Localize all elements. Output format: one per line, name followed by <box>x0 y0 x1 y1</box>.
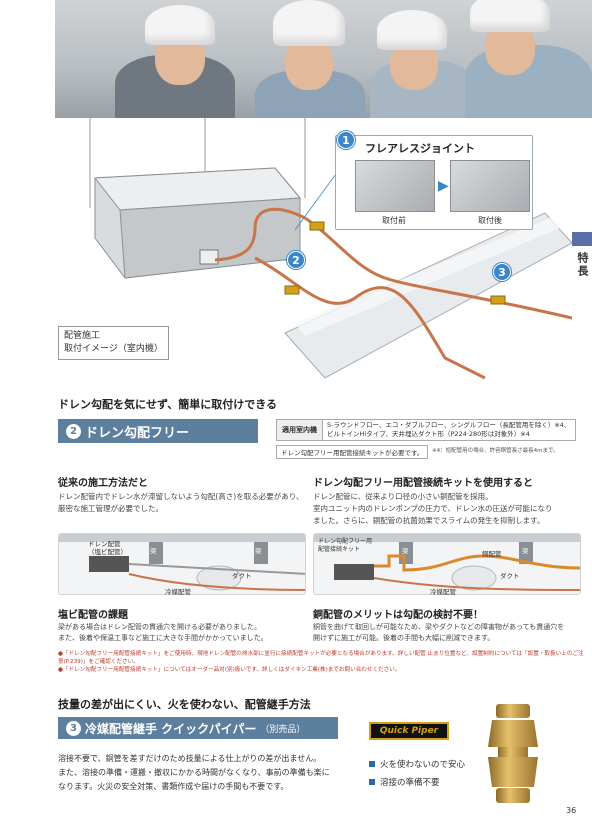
kit-body-line3: ました。さらに、銅配管の抗菌効果でスライムの発生を抑制します。 <box>313 516 545 525</box>
conventional-diagram <box>58 533 306 595</box>
duct-label-left: ダクト <box>232 572 252 580</box>
bullet-square-icon <box>369 779 375 785</box>
quickpiper-fitting-image <box>488 704 538 803</box>
section3-body-line1: 溶接不要で、銅管を差すだけのため技量による仕上がりの差が出ません。 <box>58 754 322 763</box>
kit-method-body: ドレン配管に、従来より口径の小さい銅配管を採用。 室内ユニット内のドレンポンプの… <box>313 491 588 527</box>
beam-label-left-1: 梁 <box>150 547 157 555</box>
section3-body-line3: なります。火災の安全対策、書類作成や届けの手間も不要です。 <box>58 782 289 791</box>
beam-label-left-2: 梁 <box>255 547 262 555</box>
applicable-units-line2: ビルトインHiタイプ、天井埋込ダクト形（P224·280形は対象外）※4 <box>327 430 530 438</box>
kit-label: ドレン勾配フリー用 配管接続キット <box>318 538 372 554</box>
beam-label-right-1: 梁 <box>402 547 409 555</box>
helmet-icon <box>377 10 447 50</box>
kit-required-note: ドレン勾配フリー用配管接続キットが必要です。 <box>276 445 429 459</box>
copper-merit-head: 銅配管のメリットは勾配の検討不要！ <box>313 610 483 621</box>
pvc-issue-head: 塩ビ配管の課題 <box>58 610 128 621</box>
side-tab-marker <box>572 232 592 246</box>
person-face <box>285 38 333 90</box>
callout-number-3: 3 <box>493 263 511 281</box>
callout-number-1: 1 <box>337 131 355 149</box>
footnote-4: ※4：短配管用の場合、許容銅管長さ最長4mまで。 <box>432 448 559 454</box>
pvc-issue-line2: また、後着や保温工事など施工に大きな手間がかかっていました。 <box>58 634 268 642</box>
installation-illustration <box>89 118 572 380</box>
pvc-issue-line1: 梁がある場合はドレン配管の貫通穴を開ける必要がありました。 <box>58 623 261 631</box>
helmet-icon <box>273 0 345 46</box>
kit-label-line2: 配管接続キット <box>318 546 361 553</box>
quickpiper-logo: Quick Piper <box>369 722 449 740</box>
after-install-image <box>450 160 530 212</box>
section2-notes: ●「ドレン勾配フリー用配管接続キット」をご使用時、現地ドレン配管の排水部に並行に… <box>58 650 588 674</box>
section3-body-line2: また、溶接の準備・運搬・撤収にかかる時間がなくなり、事前の準備も楽に <box>58 768 330 777</box>
copper-merit-line1: 銅管を曲げて取回しが可能なため、梁やダクトなどの障害物があっても貫通穴を <box>313 623 565 631</box>
kit-body-line2: 室内ユニット内のドレンポンプの圧力で、ドレン水の圧送が可能になり <box>313 504 553 513</box>
kit-label-line1: ドレン勾配フリー用 <box>318 538 373 545</box>
section3-title-suffix: （別売品） <box>260 724 306 735</box>
helmet-icon <box>145 5 215 45</box>
arrow-right-icon: ▶ <box>438 178 449 194</box>
image-caption-box: 配管施工 取付イメージ（室内機） <box>58 326 169 360</box>
feature-bullet-1-text: 火を使わないので安心 <box>380 760 466 770</box>
after-label: 取付後 <box>478 216 502 225</box>
bullet-square-icon <box>369 761 375 767</box>
applicable-units-value: S-ラウンドフロー、エコ・ダブルフロー、シングルフロー（長配管用を除く）※4、 … <box>327 421 570 439</box>
image-caption-line1: 配管施工 <box>64 331 101 341</box>
copper-merit-line2: 開けずに施工が可能。後着の手間も大幅に削減できます。 <box>313 634 495 642</box>
header-photo <box>55 0 592 118</box>
section2-headline: ドレン勾配を気にせず、簡単に取付けできる <box>58 398 278 411</box>
kit-body-line1: ドレン配管に、従来より口径の小さい銅配管を採用。 <box>313 492 493 501</box>
section2-number: 2 <box>66 423 81 439</box>
beam-label-right-2: 梁 <box>522 547 529 555</box>
pvc-issue-body: 梁がある場合はドレン配管の貫通穴を開ける必要がありました。 また、後着や保温工事… <box>58 622 308 644</box>
conventional-method-body: ドレン配管内でドレン水が滞留しないよう勾配(高さ)を取る必要があり、 厳密な施工… <box>58 491 308 515</box>
conventional-body-line1: ドレン配管内でドレン水が滞留しないよう勾配(高さ)を取る必要があり、 <box>58 492 304 501</box>
applicable-units-box: 適用室内機 S-ラウンドフロー、エコ・ダブルフロー、シングルフロー（長配管用を除… <box>276 419 576 441</box>
refrig-label-left: 冷媒配管 <box>165 588 191 596</box>
section3-headline: 技量の差が出にくい、火を使わない、配管継手方法 <box>58 698 311 711</box>
conventional-body-line2: 厳密な施工管理が必要でした。 <box>58 504 163 513</box>
helmet-icon <box>470 0 550 32</box>
before-install-image <box>355 160 435 212</box>
callout-number-2: 2 <box>287 251 305 269</box>
applicable-units-line1: S-ラウンドフロー、エコ・ダブルフロー、シングルフロー（長配管用を除く）※4、 <box>327 421 571 429</box>
kit-diagram <box>313 533 581 595</box>
side-tab-label: 特長 <box>576 252 589 278</box>
copper-merit-body: 銅管を曲げて取回しが可能なため、梁やダクトなどの障害物があっても貫通穴を 開けず… <box>313 622 588 644</box>
section3-number: 3 <box>66 720 81 736</box>
feature-bullet-1: 火を使わないので安心 <box>369 758 465 770</box>
feature-bullet-2-text: 溶接の準備不要 <box>380 778 440 788</box>
applicable-units-key: 適用室内機 <box>277 420 323 440</box>
copper-label-right: 銅配管 <box>482 550 502 558</box>
kit-method-head: ドレン勾配フリー用配管接続キットを使用すると <box>313 478 533 489</box>
feature-bullet-2: 溶接の準備不要 <box>369 776 440 788</box>
note-2: ●「ドレン勾配フリー用配管接続キット」についてはオーダー品対(別)扱いです。詳し… <box>58 667 401 673</box>
pvc-drain-label-line2: （塩ビ配管） <box>88 548 127 556</box>
section2-title-bar: 2 ドレン勾配フリー <box>58 419 258 443</box>
image-caption-line2: 取付イメージ（室内機） <box>64 344 163 354</box>
section2-title: ドレン勾配フリー <box>85 425 190 441</box>
before-label: 取付前 <box>382 216 406 225</box>
conventional-method-head: 従来の施工方法だと <box>58 478 148 489</box>
callout-title: フレアレスジョイント <box>365 142 475 155</box>
refrig-label-right: 冷媒配管 <box>430 588 456 596</box>
duct-label-right: ダクト <box>500 572 520 580</box>
section3-title: 冷媒配管継手 クイックパイパー <box>85 721 257 736</box>
note-1: ●「ドレン勾配フリー用配管接続キット」をご使用時、現地ドレン配管の排水部に並行に… <box>58 651 584 665</box>
section3-title-bar: 3 冷媒配管継手 クイックパイパー （別売品） <box>58 717 338 739</box>
section3-body: 溶接不要で、銅管を差すだけのため技量による仕上がりの差が出ません。 また、溶接の… <box>58 752 348 794</box>
pvc-drain-label: ドレン配管 （塩ビ配管） <box>88 540 127 556</box>
page-number: 36 <box>566 806 577 815</box>
pvc-drain-label-line1: ドレン配管 <box>88 540 121 548</box>
